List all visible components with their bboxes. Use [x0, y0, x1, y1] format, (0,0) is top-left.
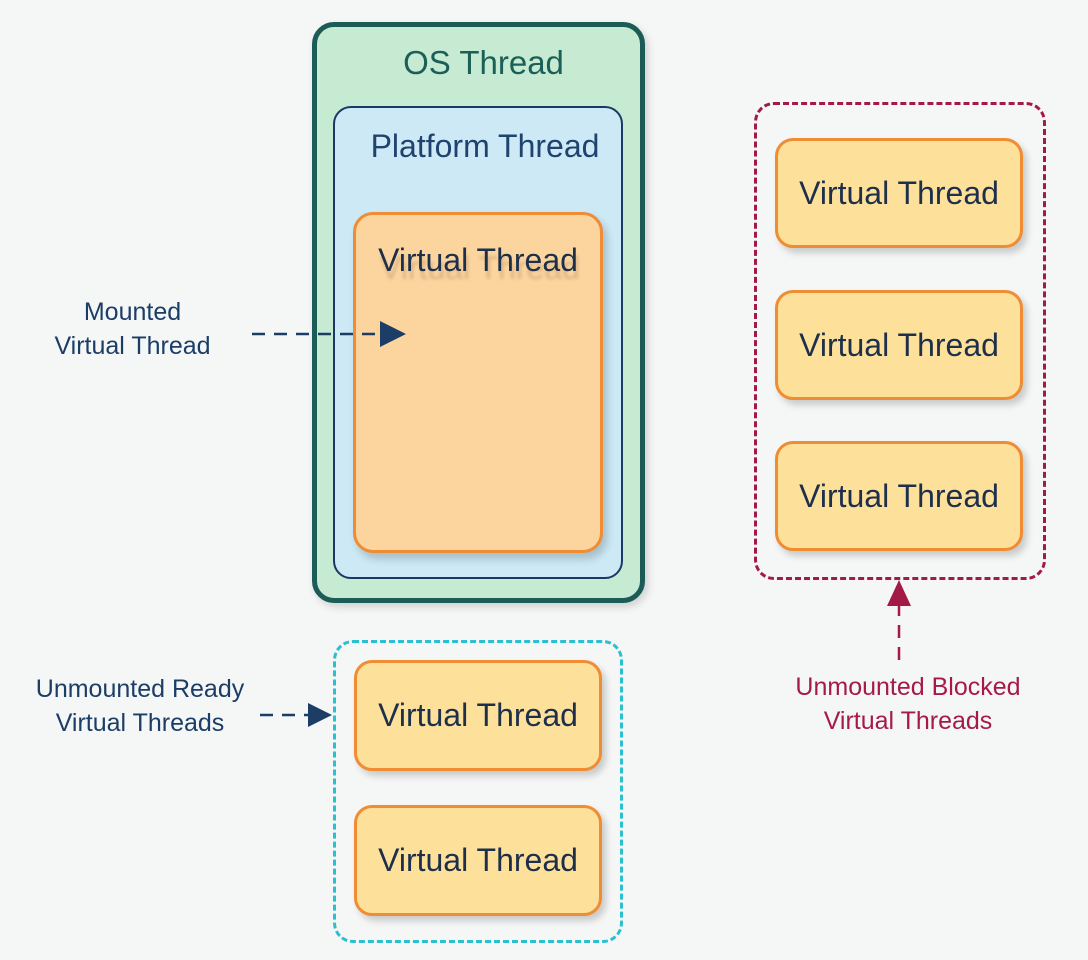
blocked-virtual-thread-1-label: Virtual Thread — [799, 174, 999, 211]
blocked-virtual-thread-3-label: Virtual Thread — [799, 477, 999, 514]
unmounted-ready-group — [333, 640, 623, 943]
ready-caption-line-2: Virtual Threads — [55, 709, 225, 737]
mounted-caption-line-2: Virtual Thread — [54, 332, 211, 360]
unmounted-ready-caption: Unmounted Ready Virtual Threads — [12, 672, 268, 740]
blocked-caption-line-1: Unmounted Blocked — [795, 673, 1021, 701]
blocked-virtual-thread-2-label: Virtual Thread — [799, 326, 999, 363]
ready-virtual-thread-2: Virtual Thread — [354, 805, 602, 916]
blocked-caption-line-2: Virtual Threads — [823, 707, 993, 735]
ready-caption-line-1: Unmounted Ready — [35, 675, 245, 703]
ready-virtual-thread-1-label: Virtual Thread — [378, 697, 578, 733]
os-thread-title: OS Thread — [403, 44, 564, 81]
ready-arrow — [260, 703, 332, 727]
mounted-virtual-thread-caption: Mounted Virtual Thread — [30, 295, 235, 363]
ready-virtual-thread-1: Virtual Thread — [354, 660, 602, 771]
mounted-caption-line-1: Mounted — [83, 298, 182, 326]
unmounted-blocked-caption: Unmounted Blocked Virtual Threads — [770, 670, 1046, 738]
platform-thread-title: Platform Thread — [370, 128, 600, 164]
ready-virtual-thread-2-label: Virtual Thread — [378, 842, 578, 878]
unmounted-blocked-group — [754, 102, 1046, 580]
blocked-arrow — [887, 580, 911, 660]
blocked-virtual-thread-1: Virtual Thread — [775, 138, 1023, 248]
blocked-virtual-thread-3: Virtual Thread — [775, 441, 1023, 551]
mounted-arrow — [252, 321, 406, 347]
mounted-virtual-thread-label: Virtual Thread — [378, 242, 578, 278]
blocked-virtual-thread-2: Virtual Thread — [775, 290, 1023, 400]
mounted-virtual-thread — [353, 212, 603, 553]
